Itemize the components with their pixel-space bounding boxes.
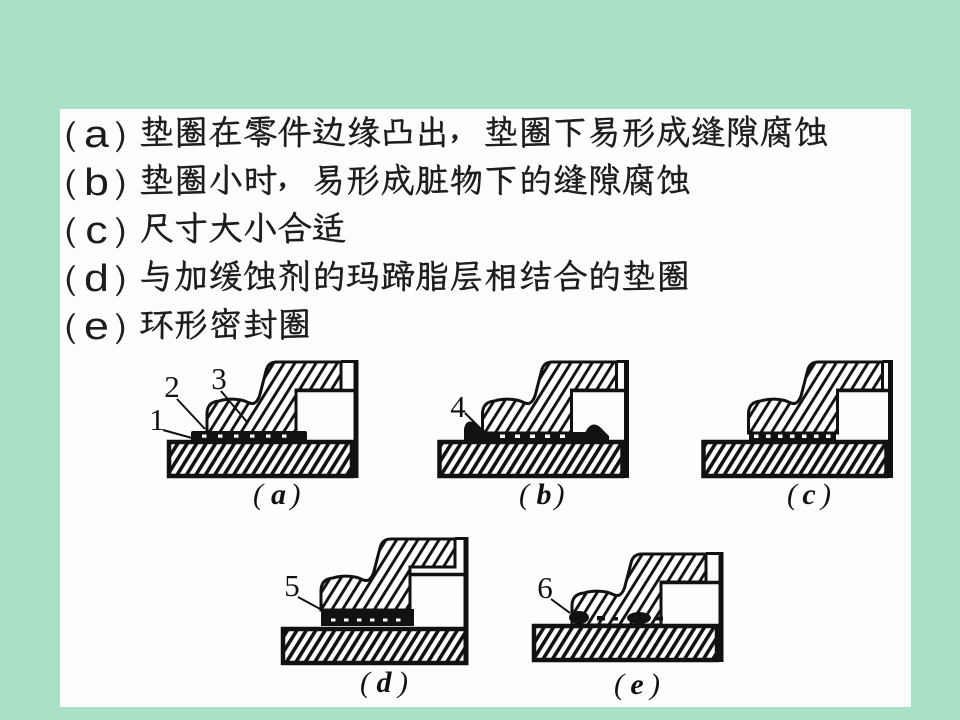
svg-text:3: 3 <box>211 361 227 396</box>
svg-text:c: c <box>85 208 107 251</box>
svg-text:1: 1 <box>149 402 165 437</box>
svg-text:(: ( <box>614 668 626 701</box>
svg-text:c: c <box>802 478 815 511</box>
svg-text:5: 5 <box>284 568 300 603</box>
svg-text:): ) <box>819 478 831 511</box>
svg-text:(: ( <box>787 478 799 511</box>
svg-text:a: a <box>271 478 286 511</box>
svg-text:): ) <box>648 668 660 701</box>
svg-text:): ) <box>396 666 408 699</box>
svg-text:b: b <box>84 160 109 203</box>
svg-text:2: 2 <box>164 369 180 404</box>
svg-text:a: a <box>84 112 110 155</box>
svg-text:d: d <box>377 666 393 699</box>
svg-text:(: ( <box>253 478 265 511</box>
svg-text:(: ( <box>360 666 372 699</box>
svg-text:): ) <box>553 478 565 511</box>
svg-text:6: 6 <box>537 570 553 605</box>
svg-text:4: 4 <box>450 389 466 424</box>
svg-text:e: e <box>630 668 643 701</box>
svg-text:(: ( <box>519 478 531 511</box>
svg-text:b: b <box>537 478 552 511</box>
svg-text:): ) <box>289 478 301 511</box>
svg-text:e: e <box>84 304 109 347</box>
svg-text:d: d <box>84 256 109 299</box>
